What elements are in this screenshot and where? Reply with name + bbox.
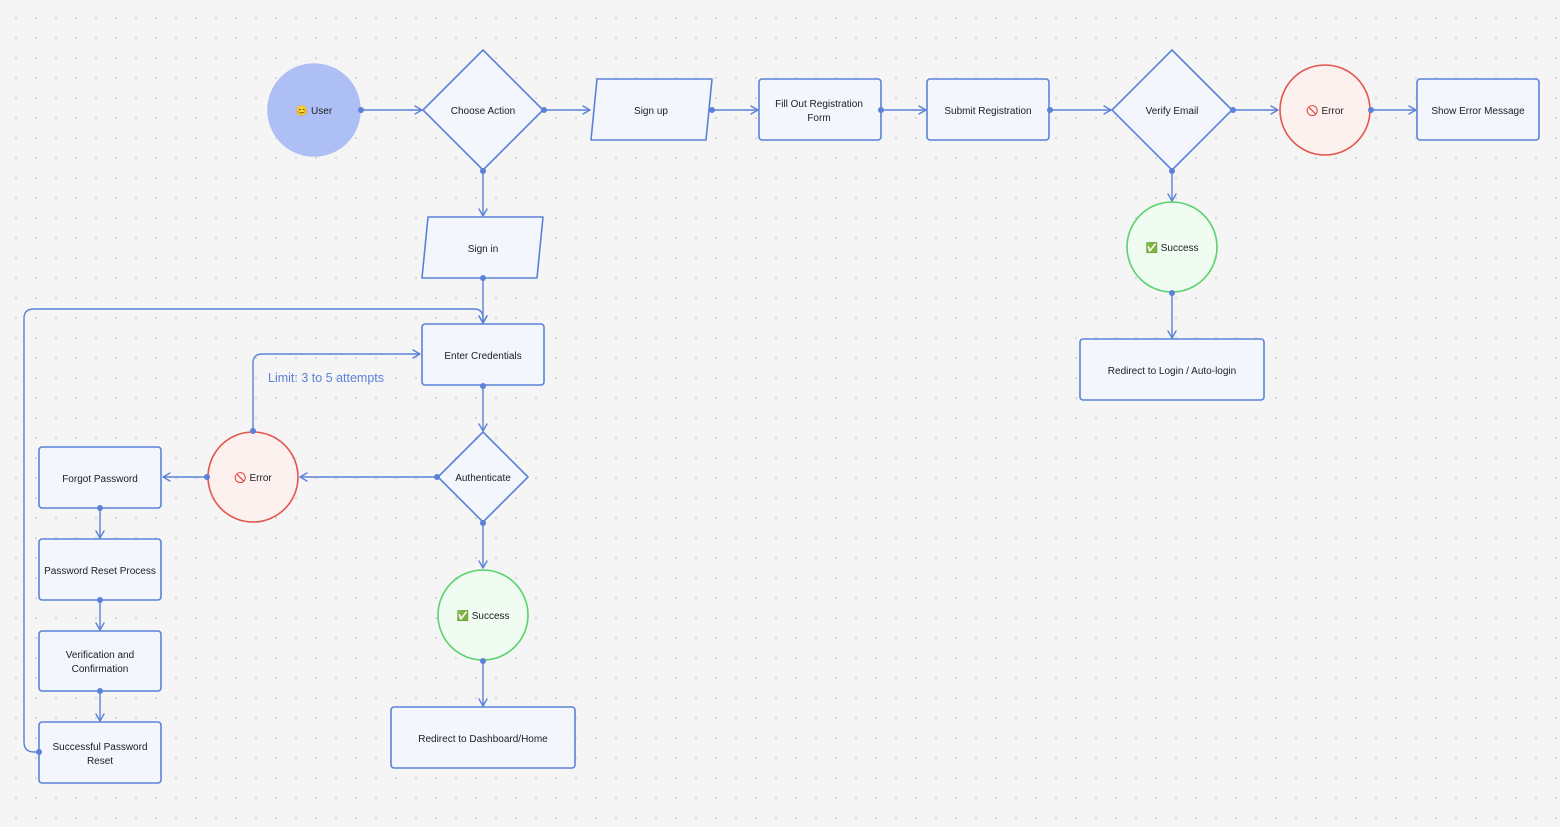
node-fill-out-registration-line2: Form [807, 113, 830, 124]
handle-dot [541, 107, 547, 113]
handle-dot [1230, 107, 1236, 113]
node-enter-credentials[interactable]: Enter Credentials [421, 323, 545, 386]
node-password-reset-process[interactable]: Password Reset Process [38, 538, 162, 601]
node-sign-in-label: Sign in [468, 244, 499, 255]
node-enter-credentials-label: Enter Credentials [444, 351, 521, 362]
node-password-reset-process-label: Password Reset Process [44, 566, 156, 577]
node-success-signup-label: ✅ Success [1145, 241, 1198, 254]
handle-dot [878, 107, 884, 113]
node-forgot-password-label: Forgot Password [62, 474, 138, 485]
handle-dot [709, 107, 715, 113]
node-sign-up-label: Sign up [634, 106, 668, 117]
node-success-signin-label: ✅ Success [456, 609, 509, 622]
node-success-signin[interactable]: ✅ Success [437, 569, 529, 661]
node-authenticate-label: Authenticate [455, 473, 511, 484]
handle-dot [97, 688, 103, 694]
node-successful-password-reset[interactable]: Successful Password Reset [38, 721, 162, 784]
node-fill-out-registration-line1: Fill Out Registration [775, 99, 863, 110]
edge-error-retry-to-enter-credentials[interactable] [252, 349, 421, 431]
connection-handles [36, 107, 1374, 755]
node-authenticate[interactable]: Authenticate [437, 431, 529, 523]
node-fill-out-registration[interactable]: Fill Out Registration Form [758, 78, 882, 141]
handle-dot [480, 658, 486, 664]
handle-dot [1169, 168, 1175, 174]
node-verification-confirmation-line1: Verification and [66, 650, 134, 661]
node-verification-confirmation[interactable]: Verification and Confirmation [38, 630, 162, 692]
node-show-error-message[interactable]: Show Error Message [1416, 78, 1540, 141]
handle-dot [480, 520, 486, 526]
handle-dot [36, 749, 42, 755]
attempt-limit-annotation: Limit: 3 to 5 attempts [268, 371, 384, 385]
node-choose-action[interactable]: Choose Action [422, 49, 544, 171]
handle-dot [1047, 107, 1053, 113]
node-redirect-login[interactable]: Redirect to Login / Auto-login [1079, 338, 1265, 401]
node-successful-password-reset-line2: Reset [87, 756, 113, 767]
node-show-error-message-label: Show Error Message [1431, 106, 1525, 117]
handle-dot [480, 383, 486, 389]
node-user[interactable]: 😊 User [267, 63, 361, 157]
handle-dot [480, 275, 486, 281]
node-error-signup[interactable]: 🚫 Error [1279, 64, 1371, 156]
node-error-signin-label: 🚫 Error [234, 471, 272, 484]
node-error-signin[interactable]: 🚫 Error [207, 431, 299, 523]
node-redirect-login-label: Redirect to Login / Auto-login [1108, 366, 1236, 377]
edge-successful-reset-back-to-enter-credentials[interactable] [23, 308, 488, 753]
node-sign-in[interactable]: Sign in [421, 216, 544, 279]
handle-dot [204, 474, 210, 480]
node-submit-registration[interactable]: Submit Registration [926, 78, 1050, 141]
handle-dot [1169, 290, 1175, 296]
handle-dot [358, 107, 364, 113]
node-forgot-password[interactable]: Forgot Password [38, 446, 162, 509]
node-successful-password-reset-line1: Successful Password [52, 742, 147, 753]
handle-dot [97, 505, 103, 511]
node-verify-email-label: Verify Email [1146, 106, 1199, 117]
node-error-signup-label: 🚫 Error [1306, 104, 1344, 117]
node-redirect-dashboard[interactable]: Redirect to Dashboard/Home [390, 706, 576, 769]
node-verify-email[interactable]: Verify Email [1111, 49, 1233, 171]
handle-dot [434, 474, 440, 480]
node-success-signup[interactable]: ✅ Success [1126, 201, 1218, 293]
node-verification-confirmation-line2: Confirmation [72, 664, 129, 675]
handle-dot [1368, 107, 1374, 113]
handle-dot [97, 597, 103, 603]
handle-dot [480, 168, 486, 174]
node-redirect-dashboard-label: Redirect to Dashboard/Home [418, 734, 548, 745]
node-sign-up[interactable]: Sign up [590, 78, 713, 141]
node-submit-registration-label: Submit Registration [944, 106, 1031, 117]
node-choose-action-label: Choose Action [451, 106, 516, 117]
node-user-label: 😊 User [296, 105, 333, 117]
handle-dot [250, 428, 256, 434]
